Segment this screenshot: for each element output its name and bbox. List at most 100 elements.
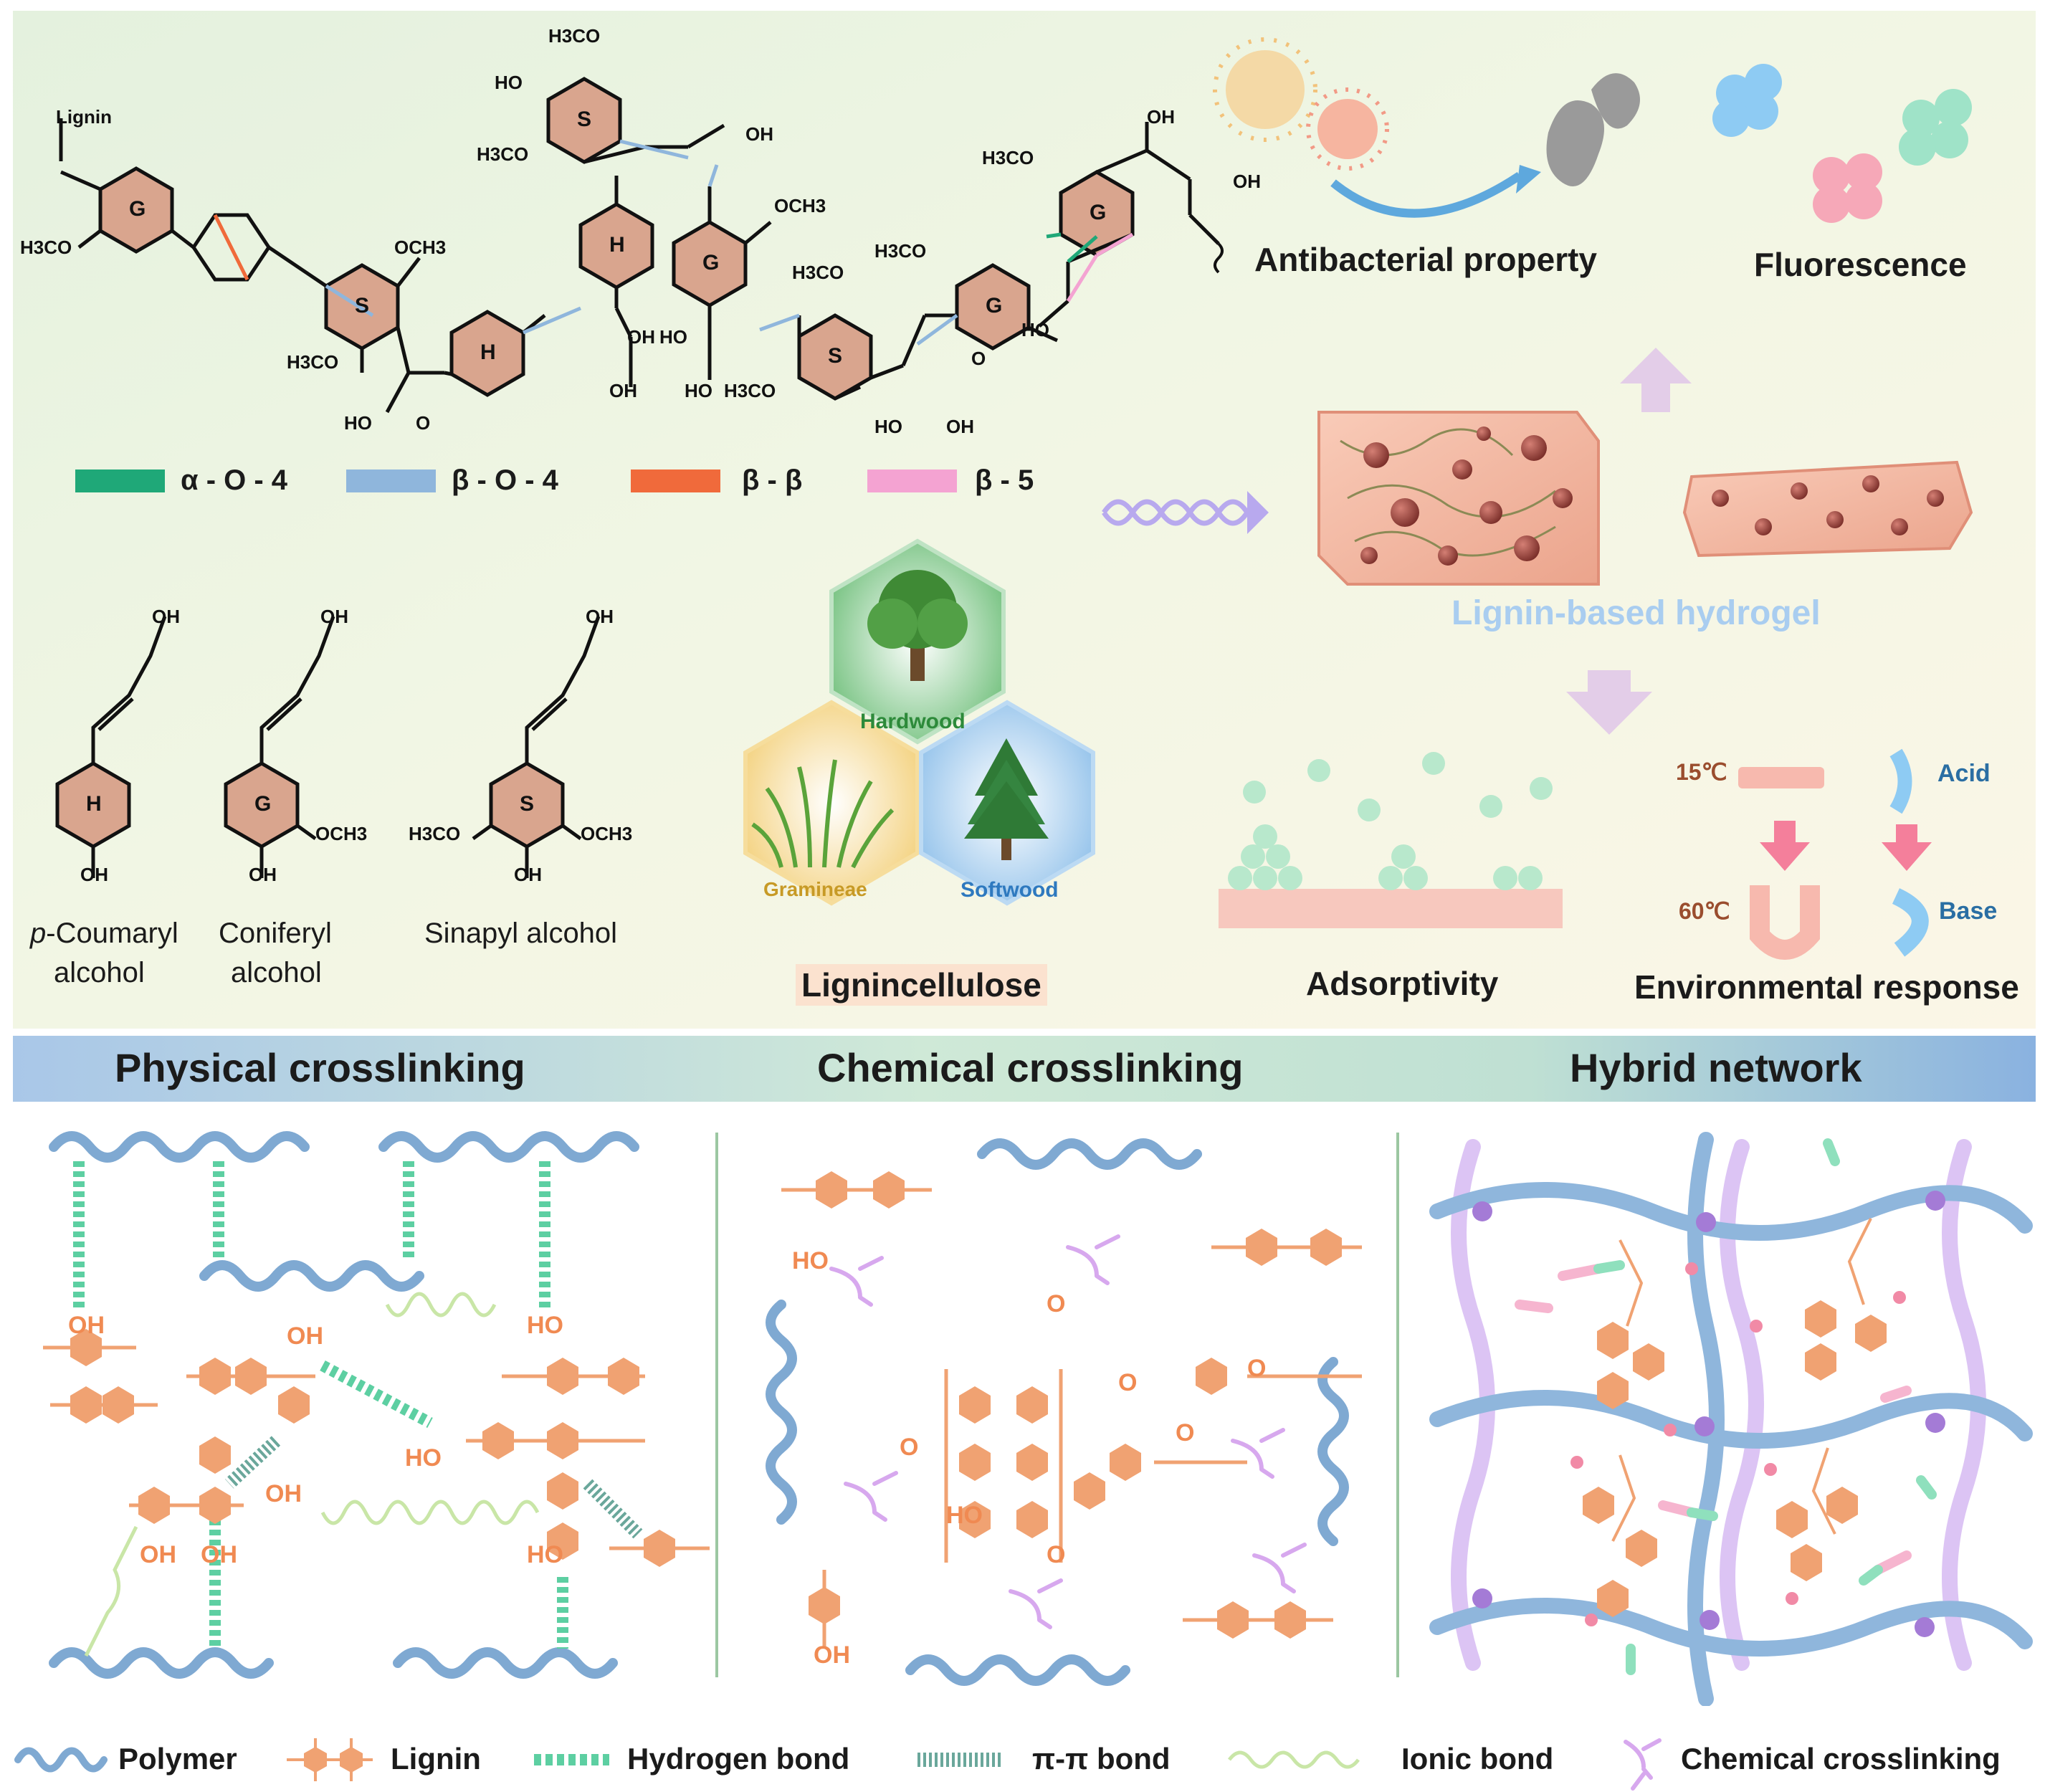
lignin-end-label: Lignin <box>56 106 112 128</box>
env-acid: Acid <box>1937 760 1991 787</box>
up-arrow <box>1620 348 1692 412</box>
methoxy-label: H3CO <box>874 240 927 262</box>
carbonyl-label: O <box>416 412 431 434</box>
legend-hydrogen-bond: Hydrogen bond <box>627 1742 850 1776</box>
hydroxyl-label: HO <box>685 380 712 401</box>
hydroxyl-label: OH <box>745 123 773 145</box>
svg-text:OH: OH <box>140 1541 176 1568</box>
svg-text:O: O <box>1047 1290 1065 1317</box>
lignocellulose-hexagons <box>743 538 1095 906</box>
svg-text:OH: OH <box>287 1322 323 1350</box>
hydroxyl-label: OH <box>946 416 974 437</box>
legend-polymer: Polymer <box>118 1742 237 1776</box>
dead-bacteria-icon <box>1546 73 1640 186</box>
hydroxyl-label: OH <box>586 606 614 627</box>
swatch-beta-o4 <box>346 470 436 492</box>
monomer-name-g-line2: alcohol <box>231 957 322 988</box>
ring-label: G <box>1090 201 1107 224</box>
hydroxyl-label: OH <box>80 864 108 885</box>
svg-text:HO: HO <box>792 1247 829 1274</box>
hydrogel-title: Lignin-based hydrogel <box>1451 594 1821 632</box>
kill-arrow <box>1330 172 1522 218</box>
svg-text:O: O <box>1176 1419 1194 1447</box>
legend-beta-o4: β - O - 4 <box>452 464 558 496</box>
methoxy-label: H3CO <box>548 25 601 47</box>
fluorescence-pink-icon <box>1813 153 1882 223</box>
lignocellulose-title: Lignincellulose <box>796 964 1047 1006</box>
svg-text:OH: OH <box>201 1541 237 1568</box>
monomer-structures <box>55 616 601 878</box>
hydroxyl-label: OH <box>627 326 655 348</box>
methoxy-label: H3CO <box>477 143 529 165</box>
hydroxyl-label: HO <box>1021 319 1049 340</box>
svg-text:HO: HO <box>527 1541 563 1568</box>
ring-label: G <box>702 251 720 275</box>
hydroxyl-label: OH <box>320 606 348 627</box>
thermo-response-icon <box>1738 767 1824 960</box>
ring-label: S <box>355 294 370 318</box>
property-environmental: Environmental response <box>1634 968 2019 1006</box>
methoxy-label: H3CO <box>982 147 1034 168</box>
legend-ionic-icon <box>1228 1750 1360 1769</box>
property-antibacterial: Antibacterial property <box>1254 241 1597 278</box>
legend-chemical-crosslinking: Chemical crosslinking <box>1681 1742 2001 1776</box>
hydroxyl-label: HO <box>659 326 687 348</box>
env-temp-low: 15℃ <box>1676 759 1727 785</box>
svg-text:HO: HO <box>405 1444 442 1472</box>
monomer-name-s: Sinapyl alcohol <box>424 918 618 949</box>
methoxy-label: H3CO <box>792 262 844 283</box>
legend-lignin: Lignin <box>391 1742 481 1776</box>
monomer-ring-label: G <box>254 792 272 816</box>
hydroxyl-label: OH <box>1147 106 1175 128</box>
hardwood-tree-icon <box>867 570 968 681</box>
methoxy-label: OCH3 <box>315 823 368 844</box>
svg-text:HO: HO <box>527 1312 563 1339</box>
monomer-ring-label: S <box>520 792 535 816</box>
ph-response-icon <box>1882 748 1932 957</box>
property-fluorescence: Fluorescence <box>1754 246 1967 283</box>
band-chemical: Chemical crosslinking <box>817 1045 1244 1090</box>
adsorption-icon <box>1219 752 1563 928</box>
svg-text:OH: OH <box>814 1641 850 1669</box>
hydroxyl-label: OH <box>609 380 637 401</box>
legend-beta-5: β - 5 <box>975 464 1034 496</box>
svg-text:O: O <box>1047 1541 1065 1568</box>
svg-text:HO: HO <box>946 1502 983 1529</box>
lignin-structure <box>59 77 1224 414</box>
monomer-ring-label: H <box>86 792 102 816</box>
hydroxyl-label: OH <box>1233 171 1261 192</box>
svg-text:O: O <box>1118 1369 1137 1396</box>
carbonyl-label: O <box>971 348 986 369</box>
band-hybrid: Hybrid network <box>1570 1045 1862 1090</box>
source-gramineae: Gramineae <box>763 878 867 900</box>
ring-label: S <box>828 344 843 368</box>
bacteria-icon <box>1213 37 1389 171</box>
hydroxyl-label: HO <box>344 412 372 434</box>
category-band <box>13 1036 2036 1102</box>
source-softwood: Softwood <box>960 878 1059 902</box>
legend-ionic-bond: Ionic bond <box>1401 1742 1554 1776</box>
monomer-name-g-line1: Coniferyl <box>219 918 332 949</box>
methoxy-label: OCH3 <box>774 195 826 216</box>
fluorescence-green-icon <box>1899 89 1972 166</box>
methoxy-label: H3CO <box>287 351 339 373</box>
monomer-name-h-line2: alcohol <box>54 957 145 988</box>
ring-label: H <box>609 233 625 257</box>
ring-label: G <box>986 294 1003 318</box>
hydrogel-block <box>1317 411 1600 586</box>
hydrogel-stretched <box>1682 460 1973 558</box>
methoxy-label: OCH3 <box>581 823 633 844</box>
swatch-beta-beta <box>631 470 720 492</box>
swatch-beta-5 <box>867 470 957 492</box>
env-base: Base <box>1939 897 1998 925</box>
hybrid-panel <box>1429 1132 2033 1706</box>
fluorescence-blue-icon <box>1712 64 1782 137</box>
monomer-name-h-line1: p-Coumaryl <box>30 918 178 949</box>
linkage-legend-swatches <box>75 470 957 492</box>
svg-text:OH: OH <box>68 1312 105 1339</box>
bottom-legend-icons <box>14 1738 1662 1791</box>
